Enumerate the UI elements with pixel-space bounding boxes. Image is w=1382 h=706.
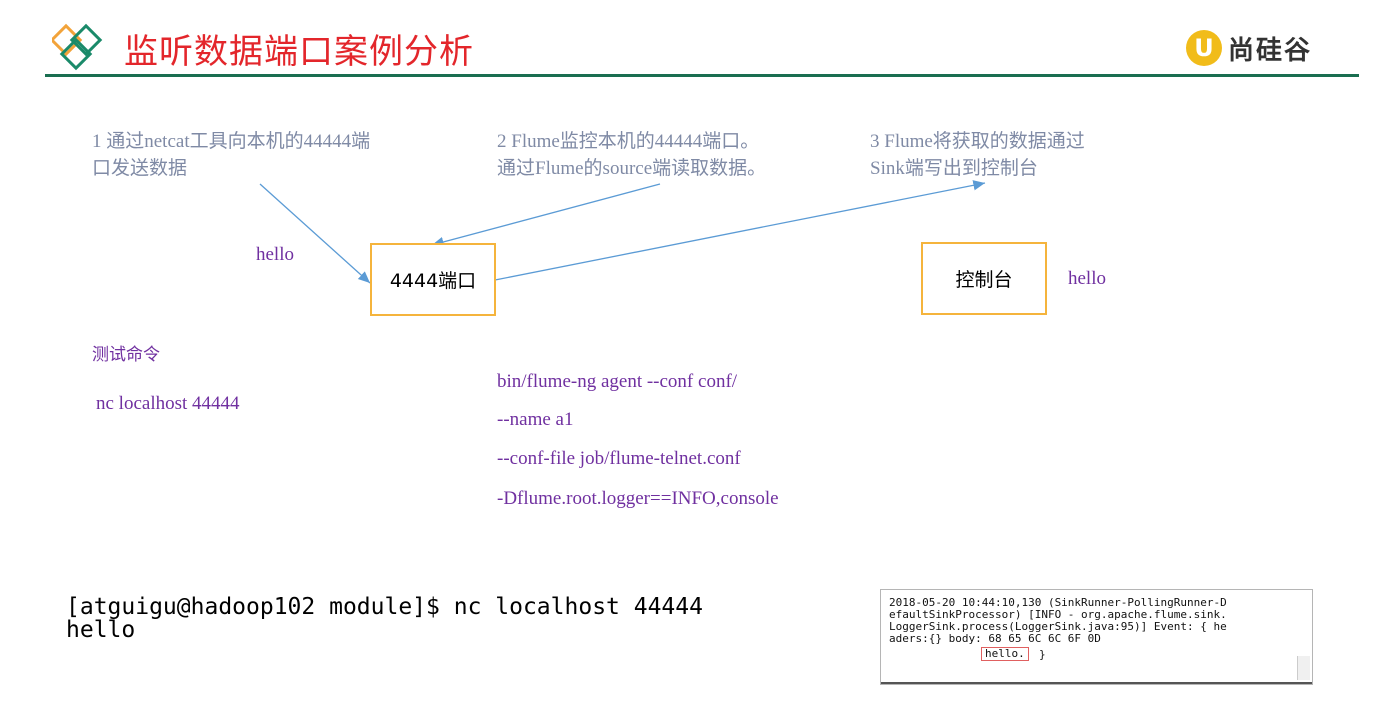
step-3-line-1: 3 Flume将获取的数据通过	[870, 131, 1085, 152]
step-1-text: 1 通过netcat工具向本机的44444端 口发送数据	[92, 128, 370, 182]
port-box: 4444端口	[370, 243, 496, 316]
console-scrollbar[interactable]	[1297, 656, 1310, 680]
flume-cmd-line-4: -Dflume.root.logger==INFO,console	[497, 488, 779, 509]
step-1-line-2: 口发送数据	[92, 158, 188, 179]
test-command-heading: 测试命令	[92, 345, 160, 365]
brand-logo: U 尚硅谷	[1186, 26, 1312, 70]
arrow-flume-to-port	[431, 183, 661, 247]
arrow-netcat-to-port	[259, 183, 371, 284]
step-1-line-1: 1 通过netcat工具向本机的44444端	[92, 131, 371, 152]
flume-cmd-line-3: --conf-file job/flume-telnet.conf	[497, 448, 741, 469]
port-box-label: 4444端口	[389, 270, 477, 292]
flume-cmd-line-2: --name a1	[497, 409, 574, 430]
step-3-line-2: Sink端写出到控制台	[870, 158, 1038, 179]
step-2-line-1: 2 Flume监控本机的44444端口。	[497, 131, 760, 152]
arrow-port-to-sink	[494, 180, 986, 281]
flume-cmd-line-1: bin/flume-ng agent --conf conf/	[497, 371, 738, 392]
logo-letter: U	[1194, 34, 1214, 62]
header-divider	[45, 74, 1359, 77]
logo-mark-icon: U	[1186, 30, 1222, 66]
console-closing-brace: }	[1039, 648, 1046, 661]
nc-command: nc localhost 44444	[96, 393, 240, 414]
step-2-text: 2 Flume监控本机的44444端口。 通过Flume的source端读取数据…	[497, 128, 766, 182]
hello-input-label: hello	[256, 244, 294, 265]
console-bottom-border	[881, 682, 1312, 684]
page-title: 监听数据端口案例分析	[124, 32, 474, 72]
console-box: 控制台	[921, 242, 1047, 315]
terminal-line-2: hello	[66, 617, 136, 643]
logo-text: 尚硅谷	[1228, 35, 1313, 66]
hello-output-label: hello	[1068, 268, 1106, 289]
console-output-panel: 2018-05-20 10:44:10,130 (SinkRunner-Poll…	[880, 589, 1313, 685]
step-2-line-2: 通过Flume的source端读取数据。	[497, 158, 767, 179]
terminal-snippet: [atguigu@hadoop102 module]$ nc localhost…	[66, 596, 703, 642]
console-log-text: 2018-05-20 10:44:10,130 (SinkRunner-Poll…	[889, 596, 1227, 645]
diamond-icon	[52, 23, 103, 71]
console-hello-highlight: hello.	[981, 647, 1029, 661]
console-box-label: 控制台	[955, 269, 1013, 291]
terminal-line-1: [atguigu@hadoop102 module]$ nc localhost…	[66, 594, 703, 620]
step-3-text: 3 Flume将获取的数据通过 Sink端写出到控制台	[870, 128, 1085, 182]
